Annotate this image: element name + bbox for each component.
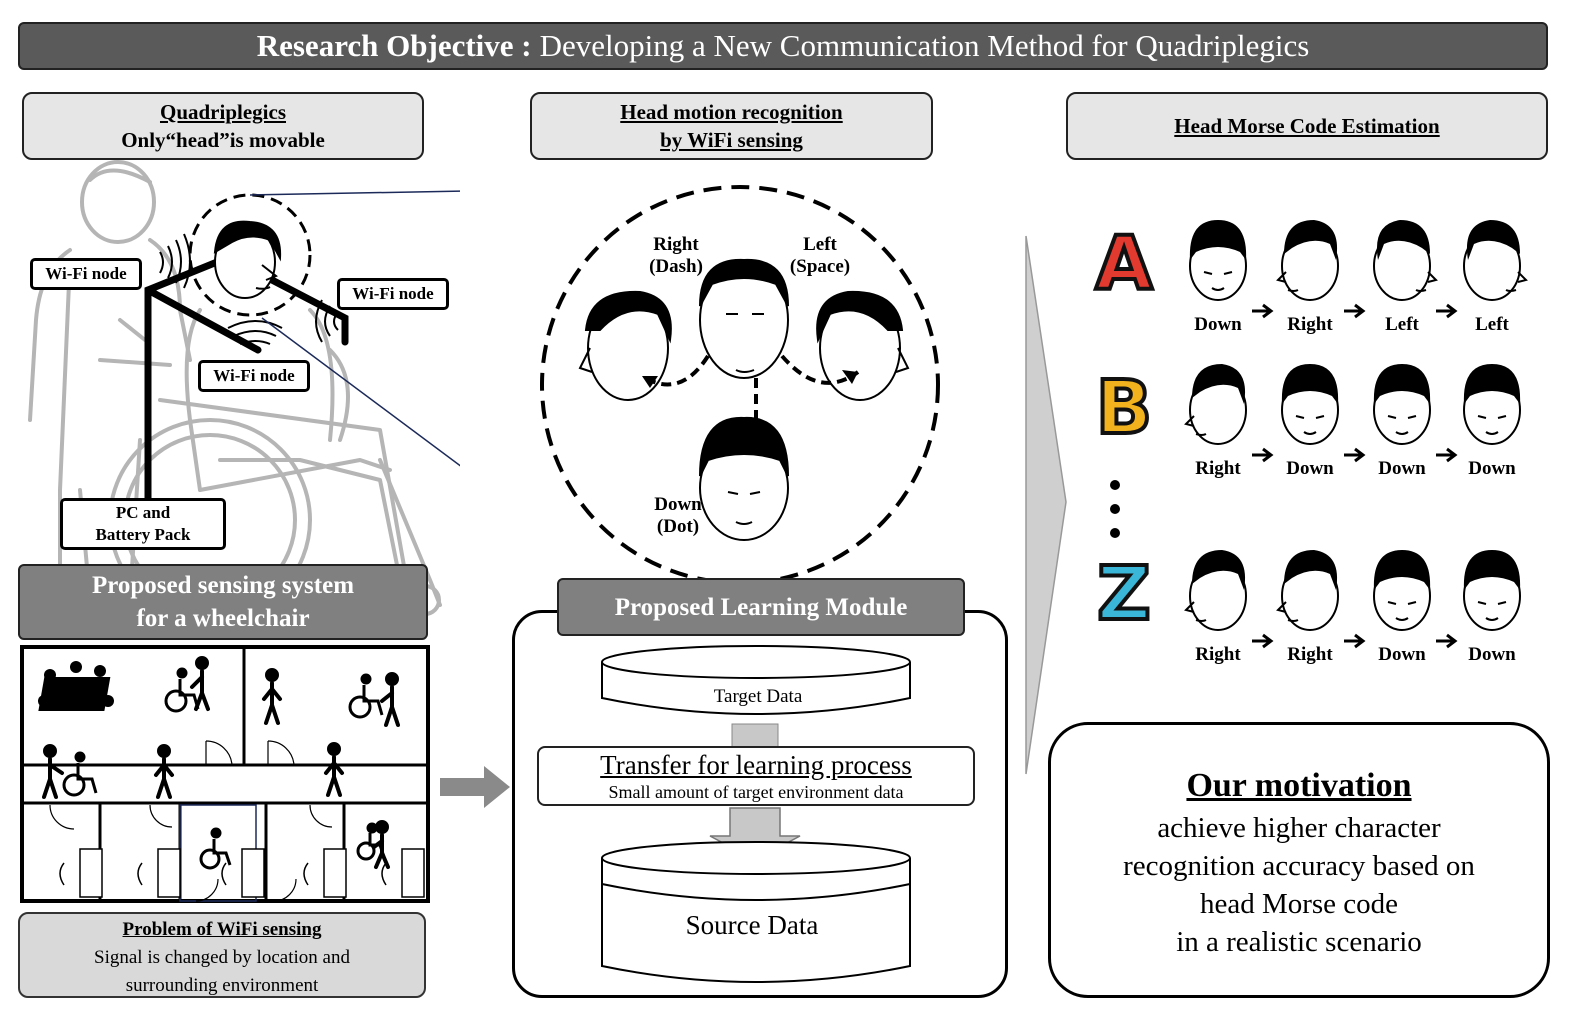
morse-move-label: Down bbox=[1378, 644, 1426, 665]
head-face-icon bbox=[1276, 550, 1339, 631]
floor-plan-illustration bbox=[20, 645, 430, 903]
target-data-label: Target Data bbox=[713, 686, 803, 707]
head-face-icon bbox=[1373, 364, 1431, 445]
head-face-icon bbox=[1184, 364, 1247, 445]
morse-letter-z: Z bbox=[1095, 551, 1153, 637]
wifi-node-label-1: Wi-Fi node bbox=[30, 258, 142, 290]
arrow-right-icon bbox=[1344, 303, 1366, 319]
head-face-icon bbox=[1463, 550, 1521, 631]
transfer-sub: Small amount of target environment data bbox=[608, 782, 904, 802]
motion-down-sub: (Dot) bbox=[656, 516, 700, 537]
transfer-title: Transfer for learning process bbox=[600, 750, 912, 780]
morse-move-label: Down bbox=[1194, 314, 1242, 335]
wifi-node-label-2: Wi-Fi node bbox=[337, 278, 449, 310]
header-morse-estimation-title: Head Morse Code Estimation bbox=[1174, 114, 1440, 138]
learning-module-title: Proposed Learning Module bbox=[557, 578, 965, 636]
morse-move-label: Down bbox=[1286, 458, 1334, 479]
arrow-right-icon bbox=[1436, 633, 1458, 649]
flow-arrow-icon bbox=[440, 766, 510, 808]
head-face-icon bbox=[1373, 220, 1438, 301]
morse-move-label: Right bbox=[1287, 314, 1333, 335]
problem-title: Problem of WiFi sensing bbox=[122, 919, 322, 940]
arrow-right-icon bbox=[1252, 303, 1274, 319]
morse-move-label: Down bbox=[1468, 458, 1516, 479]
motivation-line1: achieve higher character bbox=[1157, 812, 1441, 844]
problem-line2: surrounding environment bbox=[125, 975, 319, 996]
head-face-icon bbox=[1189, 220, 1247, 301]
arrow-right-icon bbox=[1344, 633, 1366, 649]
motion-left: Left bbox=[803, 234, 837, 255]
transfer-learning-box: Transfer for learning process Small amou… bbox=[537, 746, 975, 806]
wifi-node-label-3: Wi-Fi node bbox=[198, 360, 310, 392]
learning-module-diagram bbox=[601, 645, 911, 983]
morse-letter-a: A bbox=[1093, 221, 1154, 307]
header-head-motion: Head motion recognition by WiFi sensing bbox=[530, 92, 933, 160]
arrow-right-icon bbox=[1436, 447, 1458, 463]
proposed-sensing-system-box: Proposed sensing system for a wheelchair bbox=[18, 564, 428, 640]
head-face-icon bbox=[1281, 364, 1339, 445]
motion-down-label: Down (Dot) bbox=[632, 494, 724, 538]
pc-battery-line2: Battery Pack bbox=[95, 525, 191, 544]
header-morse-estimation: Head Morse Code Estimation bbox=[1066, 92, 1548, 160]
motivation-title: Our motivation bbox=[1186, 767, 1412, 804]
motion-left-sub: (Space) bbox=[789, 256, 851, 277]
head-face-icon bbox=[1276, 220, 1339, 301]
arrow-right-icon bbox=[1436, 303, 1458, 319]
motivation-line4: in a realistic scenario bbox=[1176, 926, 1422, 958]
motion-right-label: Right (Dash) bbox=[630, 234, 722, 278]
header-quadriplegics: Quadriplegics Only“head”is movable bbox=[22, 92, 424, 160]
morse-move-label: Down bbox=[1378, 458, 1426, 479]
morse-move-label: Left bbox=[1475, 314, 1509, 335]
morse-move-label: Right bbox=[1287, 644, 1333, 665]
arrow-right-icon bbox=[1344, 447, 1366, 463]
motion-left-label: Left (Space) bbox=[774, 234, 866, 278]
morse-move-label: Right bbox=[1195, 644, 1241, 665]
research-objective-banner: Research Objective : Developing a New Co… bbox=[18, 22, 1548, 70]
head-face-icon bbox=[1463, 364, 1521, 445]
header-head-motion-line2: by WiFi sensing bbox=[660, 128, 803, 152]
pc-battery-label: PC and Battery Pack bbox=[60, 498, 226, 550]
head-motion-diagram bbox=[540, 185, 940, 580]
ellipsis-dots bbox=[1110, 480, 1124, 538]
title-text: Developing a New Communication Method fo… bbox=[539, 28, 1310, 63]
morse-move-label: Down bbox=[1468, 644, 1516, 665]
motivation-line2: recognition accuracy based on bbox=[1123, 850, 1475, 882]
head-face-icon bbox=[1463, 220, 1528, 301]
pc-battery-line1: PC and bbox=[115, 503, 171, 522]
head-face-icon bbox=[1184, 550, 1247, 631]
arrow-right-icon bbox=[1252, 633, 1274, 649]
motivation-box: Our motivation achieve higher character … bbox=[1048, 722, 1550, 998]
motion-right-sub: (Dash) bbox=[649, 256, 703, 277]
sensing-system-line2: for a wheelchair bbox=[136, 605, 310, 632]
morse-move-label: Left bbox=[1385, 314, 1419, 335]
header-quadriplegics-sub: Only“head”is movable bbox=[121, 128, 325, 152]
header-quadriplegics-title: Quadriplegics bbox=[159, 100, 286, 124]
sensing-system-line1: Proposed sensing system bbox=[91, 572, 355, 599]
head-face-icon bbox=[1373, 550, 1431, 631]
arrow-right-icon bbox=[1252, 447, 1274, 463]
morse-move-label: Right bbox=[1195, 458, 1241, 479]
header-head-motion-line1: Head motion recognition bbox=[620, 100, 843, 124]
problem-wifi-sensing-box: Problem of WiFi sensing Signal is change… bbox=[18, 912, 426, 998]
motivation-line3: head Morse code bbox=[1199, 888, 1399, 920]
big-chevron-icon bbox=[1025, 235, 1067, 775]
motion-right: Right bbox=[653, 234, 699, 255]
source-data-label: Source Data bbox=[685, 910, 819, 940]
problem-line1: Signal is changed by location and bbox=[94, 947, 350, 968]
motion-down: Down bbox=[654, 494, 702, 515]
morse-letter-b: B bbox=[1094, 365, 1154, 451]
title-bold: Research Objective : bbox=[256, 28, 532, 63]
